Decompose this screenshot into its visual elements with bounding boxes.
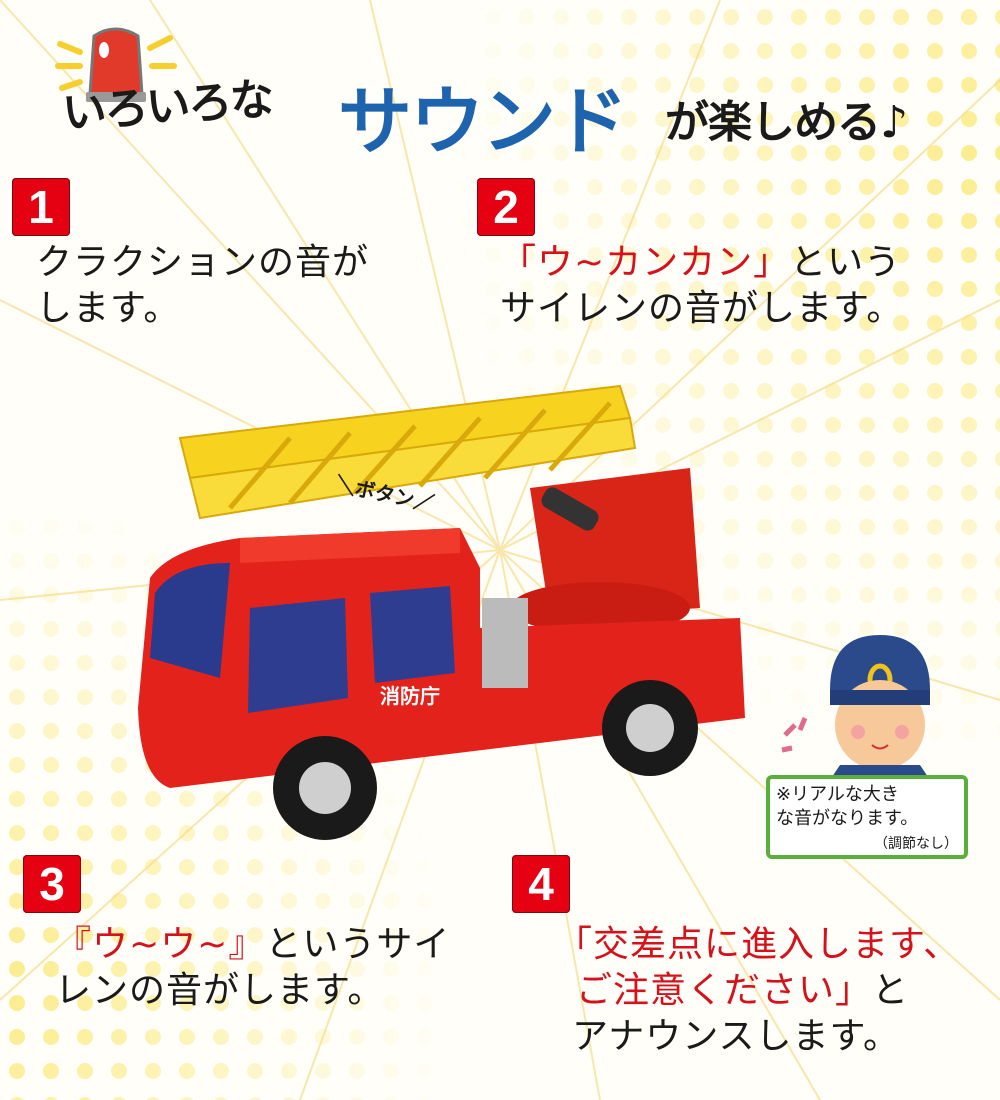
title-highlight: サウンド [338, 79, 628, 165]
feature-1-badge: 1 [12, 178, 70, 236]
feature-4-text: 「交差点に進入します、 ご注意ください」と アナウンスします。 [556, 924, 961, 1057]
feature-4-badge: 4 [512, 855, 570, 913]
note-sign: ※リアルな大き な音がなります。 （調節なし） [766, 775, 968, 859]
feature-3-badge: 3 [23, 855, 81, 913]
fire-engine-toy-image: 消防庁 [138, 384, 745, 840]
firefighter-illustration [781, 635, 930, 780]
title-suffix: が楽しめる♪ [665, 97, 908, 148]
rotating-siren-icon [55, 27, 177, 102]
side-label: 消防庁 [380, 684, 440, 708]
feature-3-text: 『ウ~ウ~』というサイ レンの音がします。 [55, 924, 451, 1011]
feature-2-text: 「ウ~カンカン」という サイレンの音がします。 [500, 242, 904, 329]
feature-1-text: クラクションの音が します。 [36, 242, 370, 329]
feature-2-badge: 2 [477, 178, 535, 236]
